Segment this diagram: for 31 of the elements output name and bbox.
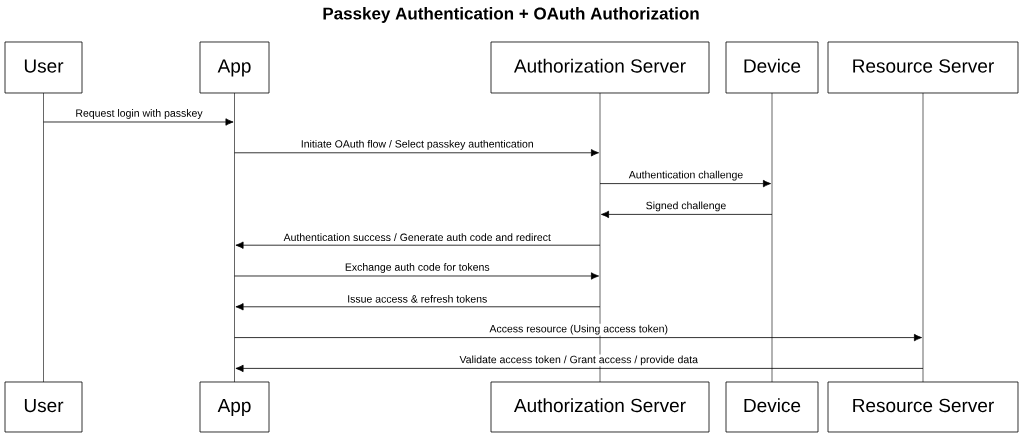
message-arrow (43, 118, 234, 126)
message-label: Request login with passkey (74, 108, 204, 120)
participant-box: User (4, 381, 83, 433)
participant-box: App (199, 41, 270, 94)
message-label: Authentication success / Generate auth code and redirect (282, 232, 552, 243)
message-arrow (235, 364, 924, 373)
message-label: Validate access token / Grant access / provide data (458, 354, 699, 367)
message-label: Issue access & refresh tokens (346, 293, 489, 304)
participant-box: Device (725, 41, 819, 94)
message-label: Access resource (Using access token) (488, 323, 670, 336)
participant-box: User (4, 41, 83, 94)
title: Passkey Authentication + OAuth Authorization (323, 7, 699, 23)
message-label: Exchange auth code for tokens (343, 262, 491, 274)
message-arrow (234, 149, 599, 157)
message-arrow (601, 210, 773, 219)
participant-box: Resource Server (827, 381, 1019, 433)
participant-box: Resource Server (827, 41, 1019, 94)
message-label: Authentication challenge (627, 169, 745, 182)
message-arrow (234, 333, 922, 342)
message-arrow (599, 179, 771, 188)
participant-box: Authorization Server (490, 41, 710, 94)
message-label: Initiate OAuth flow / Select passkey authentication (299, 138, 535, 151)
message-arrow (235, 303, 601, 311)
lifeline (43, 93, 44, 382)
lifeline (234, 93, 235, 382)
participant-box: App (199, 381, 270, 433)
message-arrow (235, 241, 601, 249)
participant-box: Device (725, 381, 819, 433)
message-label: Signed challenge (644, 200, 728, 213)
message-arrow (234, 272, 599, 280)
participant-box: Authorization Server (490, 381, 710, 433)
